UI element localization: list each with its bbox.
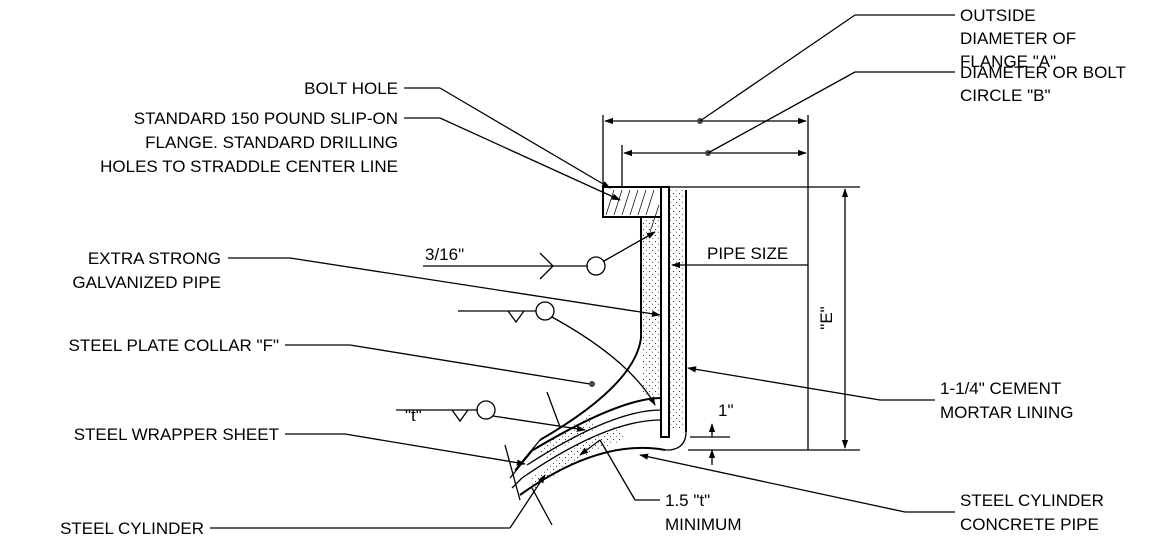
weld-symbols: [396, 231, 656, 432]
minimum-label-2: MINIMUM: [665, 515, 741, 534]
flange-hatch: [605, 189, 660, 233]
weld-all-around-icon-3: [476, 400, 496, 420]
concrete-pipe-label-2: CONCRETE PIPE: [960, 515, 1099, 534]
lining-return: [665, 431, 687, 451]
slip-on-label-3: HOLES TO STRADDLE CENTER LINE: [100, 157, 398, 176]
break-tick: [504, 444, 521, 501]
collar-fill: [641, 217, 661, 397]
break-tick-2: [531, 487, 553, 526]
mortar-lining-fill: [669, 190, 686, 430]
weld-size-label: 3/16": [425, 245, 464, 264]
dimension-lines: [602, 115, 860, 465]
minimum-label-1: 1.5 "t": [665, 491, 710, 510]
pipe-size-label: PIPE SIZE: [707, 244, 788, 263]
collar-curve: [539, 337, 642, 441]
leader-lines: [210, 14, 955, 529]
slip-on-label-2: FLANGE. STANDARD DRILLING: [145, 133, 398, 152]
collar-label: STEEL PLATE COLLAR "F": [69, 336, 279, 355]
galvanized-label-2: GALVANIZED PIPE: [72, 273, 221, 292]
cement-label-2: MORTAR LINING: [940, 403, 1074, 422]
weld-all-around-icon: [586, 256, 606, 276]
bolt-circle-label-1: DIAMETER OR BOLT: [960, 63, 1126, 82]
outside-diameter-label-1: OUTSIDE: [960, 6, 1036, 25]
outside-diameter-label-2: DIAMETER OF: [960, 29, 1076, 48]
slip-on-label-1: STANDARD 150 POUND SLIP-ON: [134, 109, 398, 128]
cement-label-1: 1-1/4" CEMENT: [940, 379, 1061, 398]
wrapper-label: STEEL WRAPPER SHEET: [74, 425, 279, 444]
one-inch-label: 1": [718, 401, 734, 420]
t-weld-label: "t": [405, 406, 422, 425]
bolt-hole-label: BOLT HOLE: [304, 79, 398, 98]
weld-all-around-icon-2: [535, 301, 555, 321]
galvanized-pipe-wall: [660, 186, 670, 438]
labels: OUTSIDE DIAMETER OF FLANGE "A" DIAMETER …: [60, 6, 1126, 538]
e-dim-label: "E": [817, 306, 836, 329]
flange-assembly: [504, 186, 808, 526]
galvanized-label-1: EXTRA STRONG: [88, 249, 221, 268]
bolt-circle-label-2: CIRCLE "B": [960, 86, 1050, 105]
concrete-pipe-label-1: STEEL CYLINDER: [960, 491, 1104, 510]
cylinder-label: STEEL CYLINDER: [60, 519, 204, 538]
collar-end-tick: [546, 391, 561, 428]
flange-plate: [602, 186, 662, 218]
outside-diameter-label-3: FLANGE "A": [960, 52, 1056, 71]
